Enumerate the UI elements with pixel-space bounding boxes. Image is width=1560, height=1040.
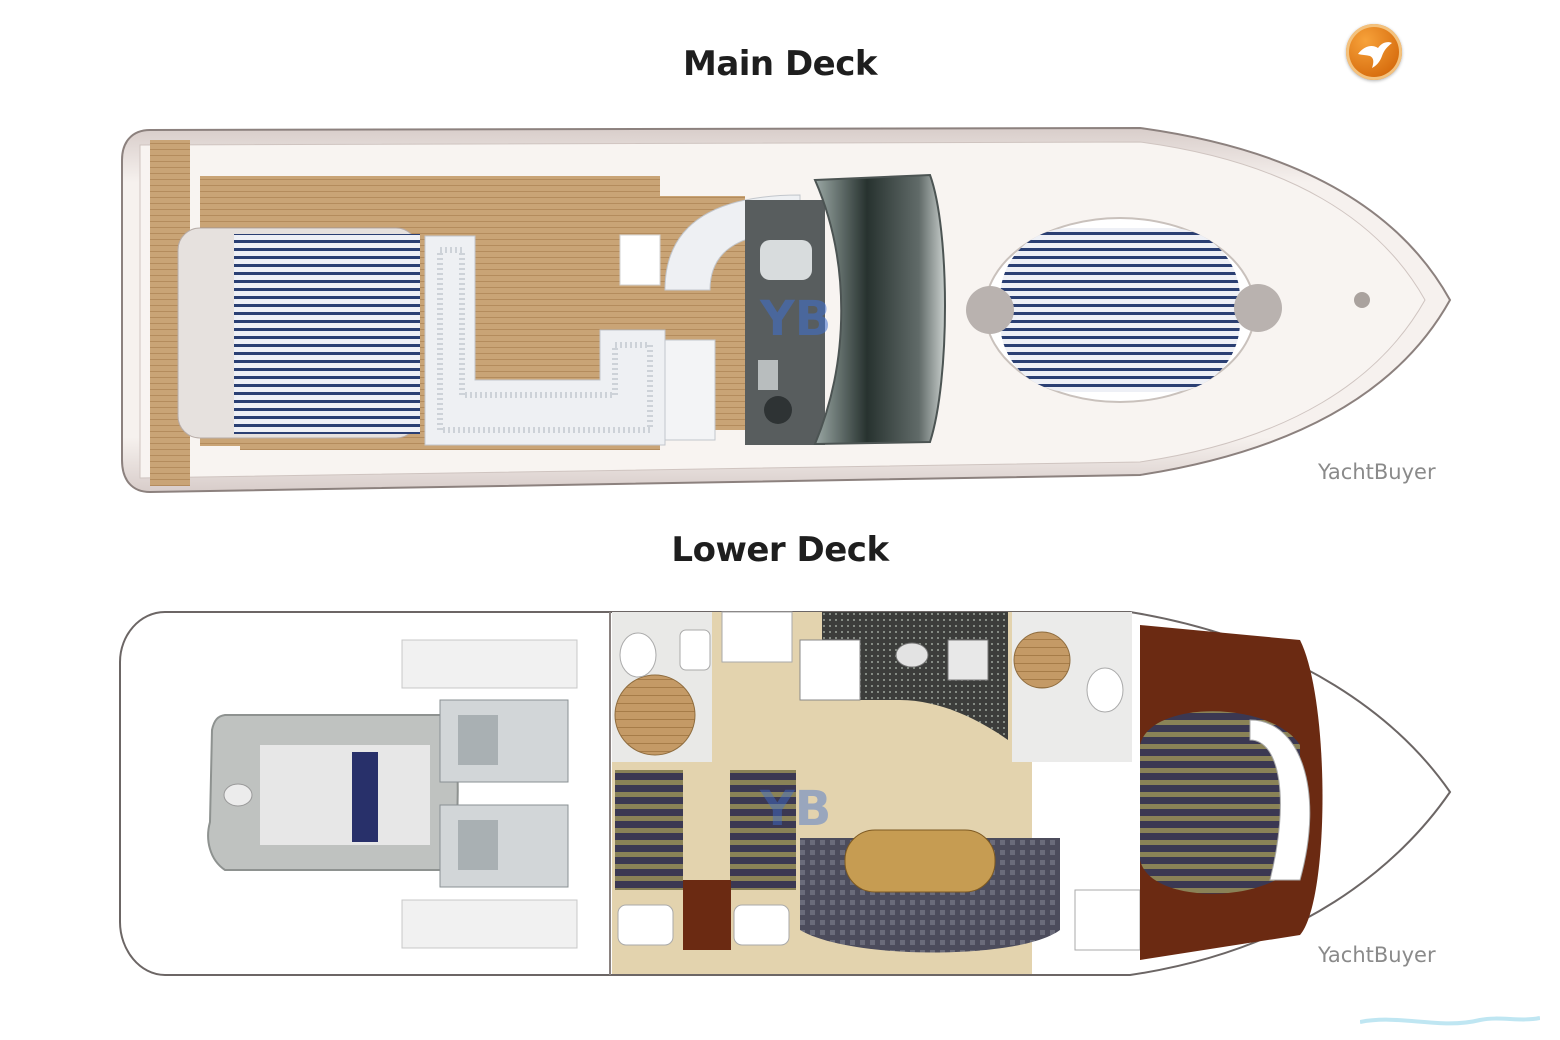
bow-anchor-hatch [1354,292,1370,308]
dinette-table [844,829,996,893]
windscreen [813,173,946,446]
svg-text:YB: YB [759,781,831,837]
twin-berth-left [615,770,683,890]
main-deck-title: Main Deck [682,44,878,84]
forward-berth [1140,711,1300,894]
engine-port [439,804,569,888]
main-deck-watermark: YachtBuyer [1318,460,1436,484]
svg-text:YB: YB [759,291,831,347]
yachtbuyer-bird-logo-icon[interactable] [1346,24,1402,80]
tender-seat [352,752,378,842]
lower-deck-watermark: YachtBuyer [1318,943,1436,967]
lower-deck-title: Lower Deck [671,530,889,570]
twin-berth-right [730,770,796,890]
boat-wave-watermark-icon [1360,1016,1540,1026]
main-deck-plan: YB [121,126,1452,494]
